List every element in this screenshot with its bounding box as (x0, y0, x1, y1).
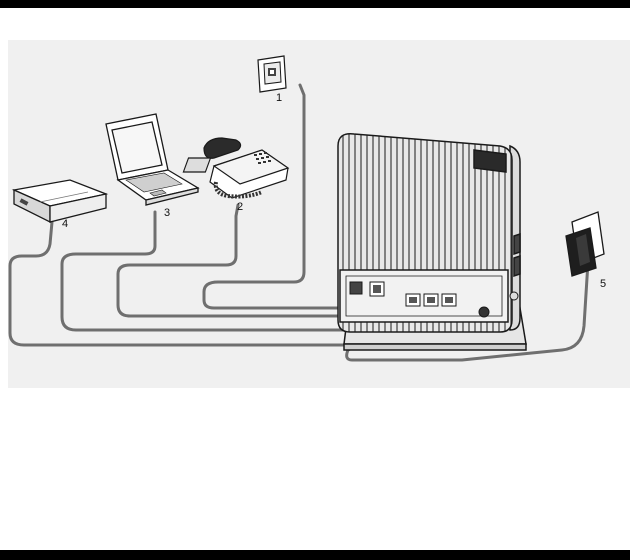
cable-phone-line (204, 85, 356, 308)
router (338, 134, 526, 350)
port-phone (350, 282, 362, 294)
bottom-rule (0, 550, 630, 560)
phone-wall-jack (258, 56, 286, 92)
callout-3: 3 (164, 207, 170, 219)
callout-2: 2 (237, 201, 243, 213)
callout-4: 4 (62, 218, 68, 230)
callout-5: 5 (600, 278, 606, 290)
reset-button (510, 292, 518, 300)
settop-box (14, 180, 106, 222)
telephone (183, 138, 288, 198)
power-adapter (566, 212, 604, 276)
port-power (479, 307, 489, 317)
callout-1: 1 (276, 92, 282, 104)
laptop (106, 114, 198, 205)
